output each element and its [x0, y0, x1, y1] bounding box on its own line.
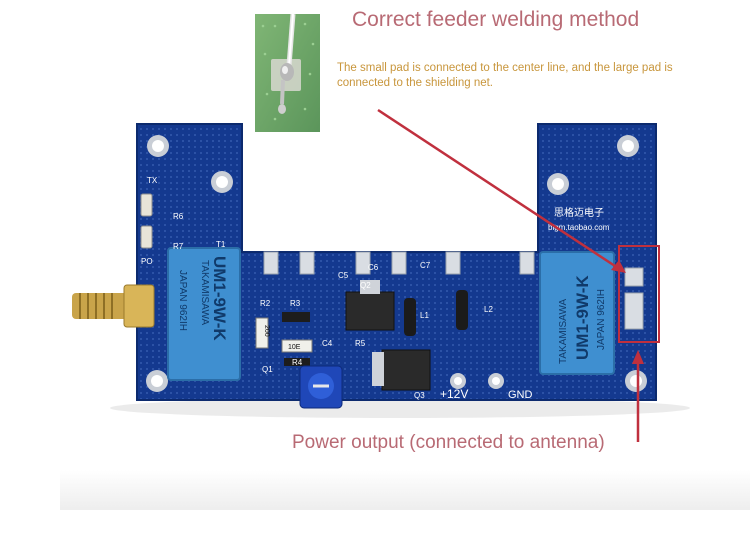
label-q2: Q2 — [360, 281, 371, 290]
sma-connector — [72, 284, 155, 328]
brand-chinese: 思格迈电子 — [554, 206, 604, 219]
output-pads — [624, 267, 644, 330]
relay-left-origin: JAPAN 962IH — [177, 270, 188, 331]
label-po: PO — [141, 257, 153, 266]
label-l1: L1 — [420, 311, 429, 320]
label-r5: R5 — [355, 339, 366, 348]
annotation-note: The small pad is connected to the center… — [337, 62, 673, 89]
transistor-q3 — [372, 349, 431, 391]
label-t1: T1 — [216, 240, 226, 249]
transistor-q2 — [345, 280, 395, 331]
welding-inset-photo — [255, 14, 320, 132]
label-q1: Q1 — [262, 365, 273, 374]
resistor-10e-label: 10E — [288, 344, 301, 351]
label-r2: R2 — [260, 299, 271, 308]
label-r4: R4 — [292, 358, 303, 367]
relay-right-brand: TAKAMISAWA — [558, 298, 569, 364]
annotation-title: Correct feeder welding method — [352, 8, 640, 31]
label-q3: Q3 — [414, 391, 425, 400]
label-r3: R3 — [290, 299, 301, 308]
relay-left-model: UM1-9W-K — [210, 256, 229, 341]
resistor-200-label: 200 — [263, 325, 270, 337]
relay-right-model: UM1-9W-K — [573, 275, 592, 360]
shop-url: bigm.taobao.com — [548, 223, 610, 232]
relay-right-origin: JAPAN 962IH — [596, 289, 607, 350]
annotation-caption: Power output (connected to antenna) — [292, 432, 605, 453]
label-c6: C6 — [368, 263, 379, 272]
relay-right: TAKAMISAWA UM1-9W-K JAPAN 962IH — [539, 251, 615, 375]
relay-left: TAKAMISAWA UM1-9W-K JAPAN 962IH — [167, 247, 241, 381]
label-r6: R6 — [173, 212, 184, 221]
mounting-holes — [146, 135, 647, 392]
arrow-note-to-pad — [377, 108, 619, 270]
label-gnd: GND — [508, 389, 533, 401]
trimmer-potentiometer — [299, 365, 343, 409]
output-highlight-box — [618, 245, 660, 343]
label-12v: +12V — [440, 387, 468, 401]
label-l2: L2 — [484, 305, 493, 314]
label-c4: C4 — [322, 339, 333, 348]
label-c7: C7 — [420, 261, 431, 270]
relay-left-brand: TAKAMISAWA — [199, 260, 210, 326]
label-tx: TX — [147, 176, 158, 185]
label-r7: R7 — [173, 242, 184, 251]
label-c5: C5 — [338, 271, 349, 280]
